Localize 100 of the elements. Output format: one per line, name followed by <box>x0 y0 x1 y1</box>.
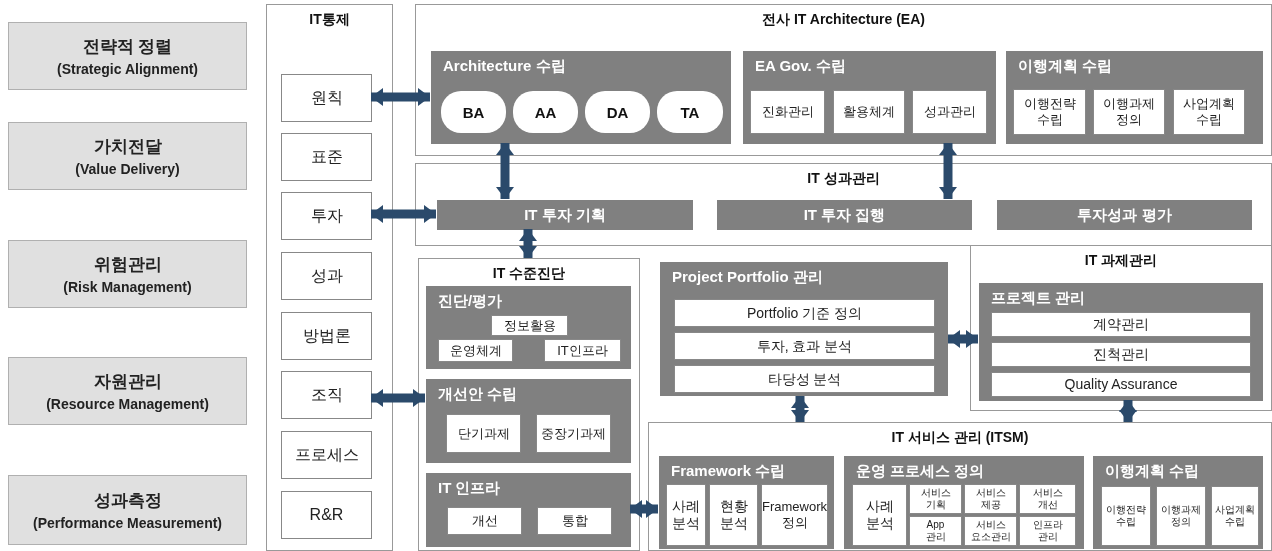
item-box <box>833 90 905 134</box>
section-panel <box>970 245 1272 411</box>
double-arrow <box>791 396 809 422</box>
item-label: BA <box>462 103 485 121</box>
process-bar <box>717 200 972 230</box>
group-box <box>426 379 631 463</box>
item-box <box>750 90 825 134</box>
double-arrow <box>939 143 957 199</box>
category-box <box>8 240 247 308</box>
section-title: IT 수준진단 <box>492 265 566 283</box>
group-heading: EA Gov. 수립 <box>755 57 846 76</box>
pill-box <box>657 91 723 133</box>
item-label: 이행과제 정의 <box>1102 96 1156 128</box>
item-label: TA <box>680 103 700 121</box>
group-box <box>659 456 834 549</box>
item-label: 표준 <box>310 147 343 167</box>
group-heading: 프로젝트 관리 <box>991 289 1086 308</box>
item-row <box>674 299 935 327</box>
section-title: IT 성과관리 <box>807 170 880 188</box>
item-label: 서비스 요소관리 <box>970 519 1011 543</box>
category-box <box>8 475 247 545</box>
item-row <box>991 342 1251 367</box>
item-label: 서비스 제공 <box>974 487 1007 511</box>
section-title: IT 서비스 관리 (ITSM) <box>891 429 1029 447</box>
item-cell <box>909 484 962 514</box>
item-label: Portfolio 기준 정의 <box>746 304 863 322</box>
item-box <box>1173 89 1245 135</box>
item-cell <box>1019 484 1076 514</box>
group-heading: 이행계획 수립 <box>1018 57 1113 76</box>
item-label: 서비스 기획 <box>919 487 952 511</box>
group-heading: Project Portfolio 관리 <box>672 268 823 287</box>
item-box <box>281 431 372 479</box>
double-arrow <box>371 88 430 106</box>
item-box <box>281 371 372 419</box>
item-label: 조직 <box>310 385 343 405</box>
item-label: 사례 분석 <box>864 498 895 532</box>
section-panel <box>415 163 1272 246</box>
item-label: 개선 <box>471 513 498 529</box>
category-subtitle: (Performance Measurement) <box>32 515 223 531</box>
item-label: IT인프라 <box>557 342 608 359</box>
category-title: 자원관리 <box>93 371 162 393</box>
category-box <box>8 22 247 90</box>
category-title: 성과측정 <box>93 490 162 512</box>
item-label: Quality Assurance <box>1064 376 1178 393</box>
category-box <box>8 122 247 190</box>
process-bar <box>437 200 693 230</box>
category-subtitle: (Value Delivery) <box>75 161 180 177</box>
pill-box <box>513 91 578 133</box>
item-box <box>1101 486 1151 546</box>
column-panel <box>266 4 393 551</box>
item-box <box>281 252 372 300</box>
section-title: 전사 IT Architecture (EA) <box>762 11 925 29</box>
item-box <box>491 315 568 336</box>
item-label: 프로세스 <box>294 445 359 465</box>
item-cell <box>964 516 1017 546</box>
item-row <box>674 365 935 393</box>
group-box <box>660 262 948 396</box>
double-arrow <box>1119 400 1137 422</box>
group-heading: 진단/평가 <box>438 292 503 311</box>
item-row <box>991 312 1251 337</box>
item-box <box>761 484 828 546</box>
item-box <box>281 192 372 240</box>
group-heading: Architecture 수립 <box>443 57 566 76</box>
item-box <box>281 74 372 122</box>
group-box <box>426 473 631 547</box>
item-cell <box>964 484 1017 514</box>
item-label: 계약관리 <box>1093 316 1149 333</box>
item-box <box>1093 89 1165 135</box>
item-label: 활용체계 <box>843 104 895 120</box>
item-label: Framework 정의 <box>762 499 827 531</box>
category-subtitle: (Risk Management) <box>63 279 192 295</box>
item-label: 투자성과 평가 <box>1077 205 1172 225</box>
category-title: 전략적 정렬 <box>82 36 173 58</box>
item-label: 인프라 관리 <box>1031 519 1064 543</box>
group-box <box>979 283 1263 401</box>
section-panel <box>648 422 1272 551</box>
group-box <box>431 51 731 144</box>
item-label: 성과 <box>310 266 343 286</box>
item-box <box>536 414 611 453</box>
pill-box <box>585 91 650 133</box>
item-label: 성과관리 <box>923 104 976 120</box>
item-box <box>709 484 758 546</box>
item-label: 진척관리 <box>1093 346 1149 363</box>
item-label: R&R <box>309 505 344 525</box>
item-label: AA <box>534 103 557 121</box>
group-heading: IT 인프라 <box>438 479 501 498</box>
item-label: 원칙 <box>310 88 343 108</box>
item-label: 이행전략 수립 <box>1022 96 1077 128</box>
group-box <box>743 51 996 144</box>
item-box <box>537 507 612 535</box>
double-arrow <box>371 205 436 223</box>
double-arrow <box>371 389 425 407</box>
item-box <box>1211 486 1259 546</box>
double-arrow <box>496 143 514 199</box>
category-title: 위험관리 <box>93 254 162 276</box>
group-heading: 개선안 수립 <box>438 385 518 404</box>
item-box <box>1013 89 1086 135</box>
item-label: 사례 분석 <box>671 498 701 532</box>
item-row <box>991 372 1251 397</box>
item-label: 중장기과제 <box>541 425 606 442</box>
